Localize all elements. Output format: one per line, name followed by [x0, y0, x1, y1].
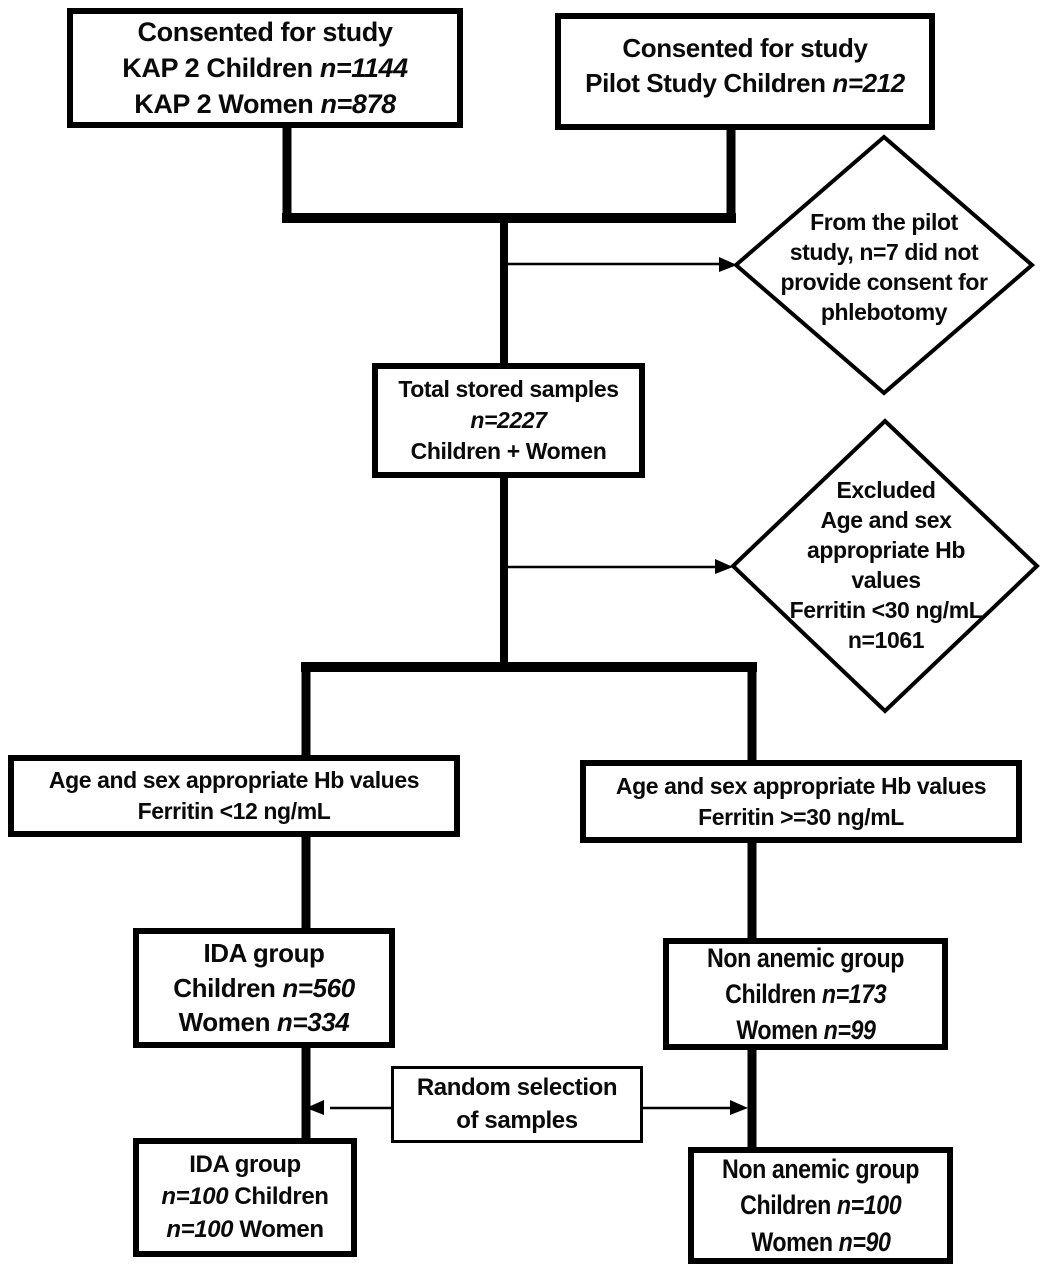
- box-random-selection-line1: Random selection: [416, 1074, 618, 1102]
- box-hb-ferritin-high: Age and sex appropriate Hb values Ferrit…: [580, 760, 1022, 843]
- box-ida-group-women: Women n=334: [178, 1007, 350, 1038]
- box-ida-final-children: n=100 Children: [161, 1183, 329, 1211]
- diamond-pilot-line2: study, n=7 did not: [789, 239, 979, 266]
- arrowhead-excluded-diamond: [715, 559, 733, 574]
- box-hb-ferritin-high-line1: Age and sex appropriate Hb values: [615, 772, 987, 799]
- diamond-pilot-exclusion-shape: [732, 134, 1036, 396]
- box-hb-ferritin-low: Age and sex appropriate Hb values Ferrit…: [8, 755, 460, 837]
- arrowhead-pilot-diamond: [719, 257, 737, 272]
- diamond-excluded-line2: Age and sex: [820, 507, 952, 534]
- diamond-pilot-line4: phlebotomy: [820, 298, 948, 325]
- diamond-excluded-line5: Ferritin <30 ng/mL: [789, 596, 983, 623]
- box-consented-pilot-title: Consented for study: [622, 33, 868, 63]
- box-non-anemic-final-women: Women n=90: [750, 1226, 891, 1257]
- box-ida-group-children: Children n=560: [173, 972, 355, 1003]
- diamond-excluded-shape: [730, 418, 1040, 714]
- box-ida-final-title: IDA group: [189, 1151, 301, 1179]
- box-consented-kap-children: KAP 2 Children n=1144: [122, 52, 408, 83]
- diamond-excluded-line6: n=1061: [847, 626, 925, 653]
- diamond-excluded-line1: Excluded: [836, 477, 936, 504]
- box-consented-pilot: Consented for study Pilot Study Children…: [555, 13, 935, 130]
- box-total-samples-title: Total stored samples: [398, 376, 619, 403]
- diamond-pilot-exclusion: From the pilot study, n=7 did not provid…: [752, 202, 1016, 334]
- box-ida-final-women: n=100 Women: [166, 1215, 324, 1243]
- box-non-anemic-final: Non anemic group Children n=100 Women n=…: [688, 1147, 953, 1264]
- box-hb-ferritin-high-line2: Ferritin >=30 ng/mL: [698, 803, 904, 830]
- diamond-excluded-line3: appropriate Hb: [807, 537, 965, 564]
- box-consented-pilot-children: Pilot Study Children n=212: [585, 67, 905, 98]
- box-non-anemic-final-children: Children n=100: [739, 1190, 902, 1221]
- box-non-anemic-children: Children n=173: [724, 978, 887, 1009]
- box-total-samples-count: n=2227: [470, 407, 547, 434]
- box-hb-ferritin-low-line2: Ferritin <12 ng/mL: [137, 798, 331, 824]
- box-random-selection: Random selection of samples: [391, 1066, 643, 1143]
- box-hb-ferritin-low-line1: Age and sex appropriate Hb values: [48, 767, 420, 794]
- box-total-samples: Total stored samples n=2227 Children + W…: [372, 363, 645, 478]
- diamond-pilot-line1: From the pilot: [810, 209, 958, 236]
- box-ida-group: IDA group Children n=560 Women n=334: [133, 928, 395, 1048]
- arrowhead-random-right: [730, 1100, 748, 1115]
- box-non-anemic-final-title: Non anemic group: [722, 1154, 919, 1185]
- box-ida-final: IDA group n=100 Children n=100 Women: [133, 1138, 357, 1257]
- box-consented-kap-title: Consented for study: [137, 16, 393, 47]
- diamond-pilot-line3: provide consent for: [780, 269, 988, 295]
- box-total-samples-groups: Children + Women: [410, 437, 607, 464]
- box-non-anemic-title: Non anemic group: [707, 942, 904, 973]
- box-ida-group-title: IDA group: [203, 937, 325, 968]
- box-non-anemic-group: Non anemic group Children n=173 Women n=…: [663, 938, 948, 1050]
- box-non-anemic-women: Women n=99: [735, 1015, 876, 1046]
- arrowhead-random-left: [306, 1100, 324, 1115]
- diamond-excluded-line4: values: [851, 567, 921, 593]
- box-consented-kap: Consented for study KAP 2 Children n=114…: [67, 8, 463, 128]
- box-consented-kap-women: KAP 2 Women n=878: [134, 89, 396, 120]
- box-random-selection-line2: of samples: [456, 1106, 578, 1134]
- diamond-excluded: Excluded Age and sex appropriate Hb valu…: [752, 452, 1020, 680]
